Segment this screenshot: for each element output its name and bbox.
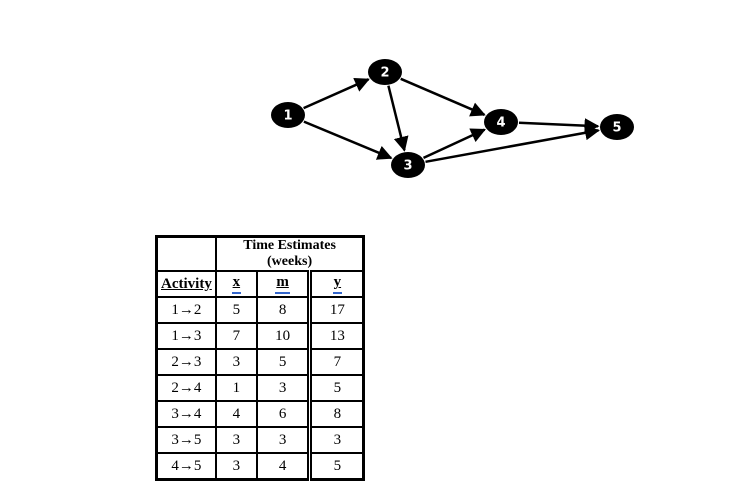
value-cell: 1: [214, 374, 258, 402]
value-cell: 8: [255, 296, 311, 324]
activity-column-header: Activity: [155, 270, 217, 298]
value-cell: 3: [214, 426, 258, 454]
value-cell: 7: [214, 322, 258, 350]
column-header-x: x: [214, 270, 258, 298]
value-cell: 3: [214, 348, 258, 376]
edge-2-3: [387, 85, 409, 152]
column-header-label: m: [275, 274, 290, 294]
value-cell: 10: [255, 322, 311, 350]
node-label: 1: [283, 109, 292, 124]
table-column-header-row: Activity x m y: [155, 270, 365, 298]
node-5: 5: [600, 114, 634, 140]
column-header-y: y: [307, 270, 365, 298]
activity-cell: 1→3: [155, 322, 217, 350]
value-cell: 4: [255, 452, 311, 481]
column-header-label: y: [332, 274, 343, 294]
node-circle: [391, 152, 425, 178]
node-label: 5: [612, 121, 621, 136]
value-cell: 3: [307, 426, 365, 454]
value-cell: 5: [307, 452, 365, 481]
edge-2-4: [400, 77, 486, 117]
value-cell: 6: [255, 400, 311, 428]
edge-1-2: [303, 77, 370, 110]
node-4: 4: [484, 109, 518, 135]
node-circle: [484, 109, 518, 135]
corner-cell: [155, 235, 217, 272]
activity-cell: 3→5: [155, 426, 217, 454]
activity-cell: 4→5: [155, 452, 217, 481]
value-cell: 3: [255, 374, 311, 402]
value-cell: 4: [214, 400, 258, 428]
network-diagram: 1 2 3 4 5: [271, 59, 634, 178]
activity-column-header-label: Activity: [161, 275, 212, 292]
value-cell: 7: [307, 348, 365, 376]
edge-3-4: [422, 128, 486, 160]
edge-1-3: [303, 120, 393, 160]
node-1: 1: [271, 102, 305, 128]
node-3: 3: [391, 152, 425, 178]
activity-cell: 2→3: [155, 348, 217, 376]
value-cell: 17: [307, 296, 365, 324]
node-circle: [600, 114, 634, 140]
value-cell: 5: [214, 296, 258, 324]
table-group-header-row: Time Estimates (weeks): [155, 235, 365, 272]
column-header-m: m: [255, 270, 311, 298]
value-cell: 13: [307, 322, 365, 350]
column-header-label: x: [231, 274, 242, 294]
activity-cell: 3→4: [155, 400, 217, 428]
value-cell: 3: [255, 426, 311, 454]
value-cell: 5: [307, 374, 365, 402]
node-2: 2: [368, 59, 402, 85]
edge-3-5: [425, 125, 600, 164]
activity-cell: 2→4: [155, 374, 217, 402]
node-circle: [368, 59, 402, 85]
node-circle: [271, 102, 305, 128]
node-label: 2: [380, 66, 389, 81]
node-label: 3: [403, 159, 412, 174]
node-label: 4: [496, 116, 505, 131]
value-cell: 3: [214, 452, 258, 481]
value-cell: 8: [307, 400, 365, 428]
activity-cell: 1→2: [155, 296, 217, 324]
value-cell: 5: [255, 348, 311, 376]
table-group-header: Time Estimates (weeks): [214, 235, 365, 272]
edge-4-5: [518, 118, 600, 134]
